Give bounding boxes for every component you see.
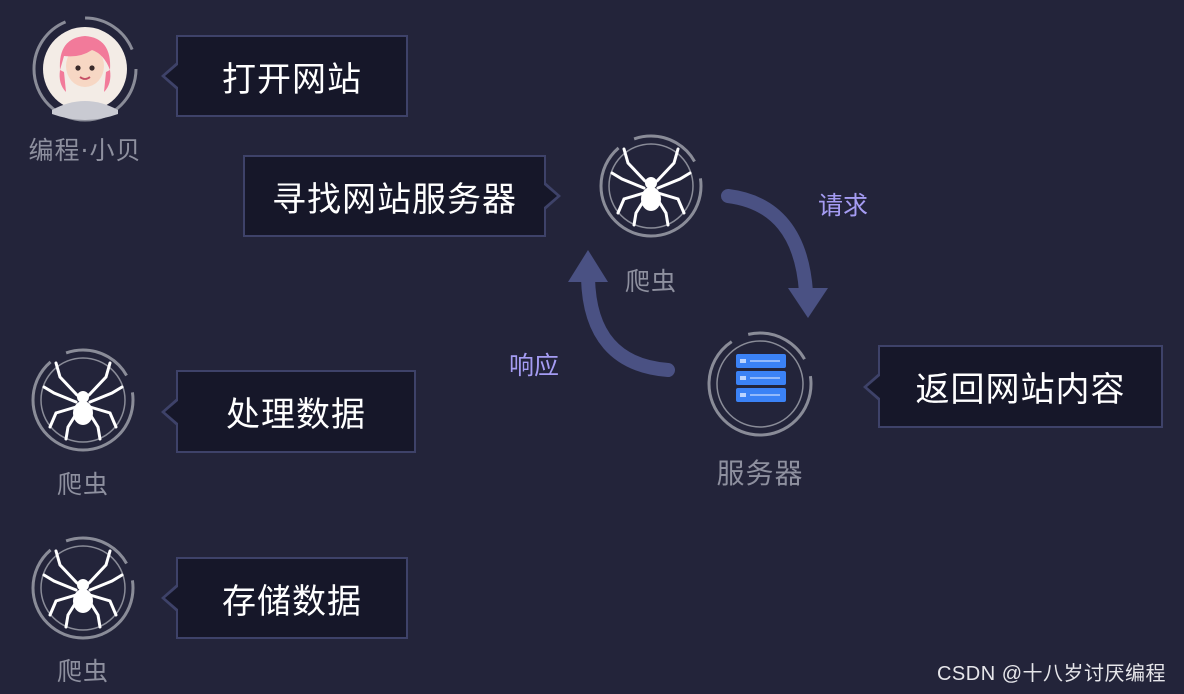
crawler-caption-store: 爬虫 xyxy=(56,657,109,686)
spider-icon xyxy=(31,536,135,640)
request-label: 请求 xyxy=(818,191,869,220)
spider-icon xyxy=(599,134,703,238)
crawler-caption-process: 爬虫 xyxy=(56,470,109,499)
user-caption: 编程·小贝 xyxy=(28,136,142,165)
server-icon xyxy=(707,331,813,437)
spider-icon xyxy=(31,348,135,452)
bubble-find-server: 寻找网站服务器 xyxy=(243,155,561,237)
bubble-process-data: 处理数据 xyxy=(161,370,416,453)
server-caption: 服务器 xyxy=(716,457,804,490)
request-arrow xyxy=(721,189,813,299)
response-arrow xyxy=(581,271,675,377)
bubble-store-data: 存储数据 xyxy=(161,557,408,639)
response-label: 响应 xyxy=(509,351,560,380)
response-arrowhead xyxy=(568,250,608,282)
crawler-caption-center: 爬虫 xyxy=(624,267,677,296)
bubble-return-content: 返回网站内容 xyxy=(863,345,1163,428)
request-arrowhead xyxy=(788,288,828,318)
bubble-open-site: 打开网站 xyxy=(161,35,408,117)
watermark: CSDN @十八岁讨厌编程 xyxy=(936,663,1166,685)
user-avatar xyxy=(32,16,138,122)
